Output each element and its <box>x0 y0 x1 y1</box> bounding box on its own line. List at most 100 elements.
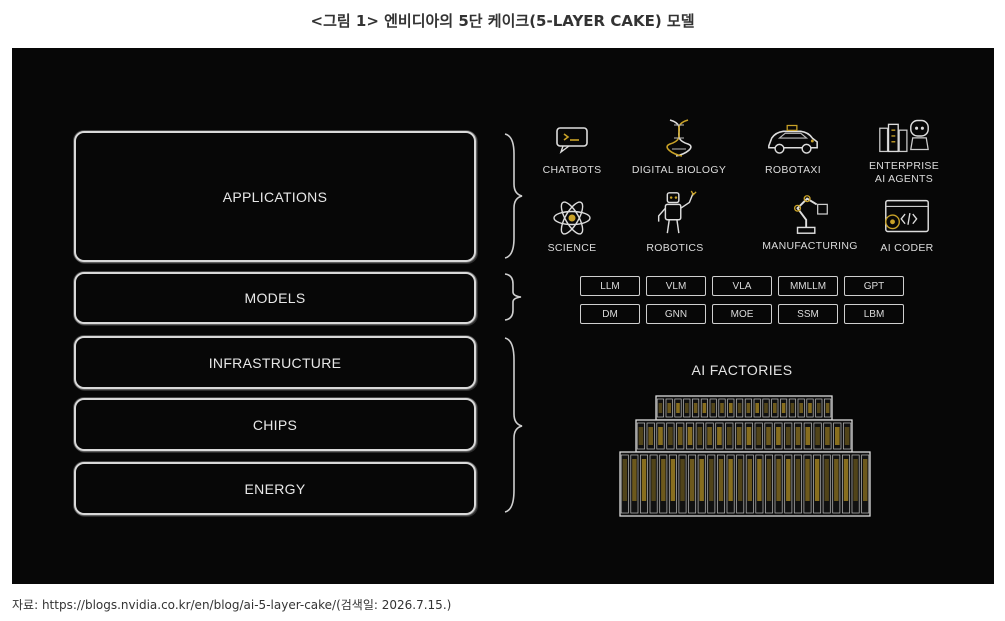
server-rack <box>674 398 682 418</box>
server-rack <box>688 454 697 514</box>
server-rack-light <box>680 459 685 501</box>
model-label: SSM <box>797 308 819 320</box>
server-rack-light <box>805 427 811 445</box>
server-rack <box>774 454 783 514</box>
app-label: MANUFACTURING <box>762 240 858 252</box>
server-rack-light <box>651 459 656 501</box>
app-label: AI CODER <box>880 242 934 254</box>
server-rack <box>656 398 664 418</box>
layer-infrastructure: INFRASTRUCTURE <box>74 336 476 389</box>
server-rack <box>676 422 685 450</box>
server-rack <box>824 398 832 418</box>
server-rack-light <box>720 403 724 413</box>
server-rack-light <box>785 427 791 445</box>
app-label: SCIENCE <box>547 242 597 254</box>
server-rack <box>774 422 783 450</box>
server-rack <box>726 454 735 514</box>
model-label: GNN <box>664 308 688 320</box>
server-rack-light <box>728 459 733 501</box>
server-rack-light <box>825 427 830 445</box>
server-rack <box>666 422 675 450</box>
code-window-icon <box>885 199 929 233</box>
layer-label: INFRASTRUCTURE <box>208 354 342 371</box>
server-rack <box>793 454 802 514</box>
server-rack <box>705 422 714 450</box>
server-rack <box>764 422 773 450</box>
datacenter-icon <box>619 395 871 517</box>
diagram-panel: APPLICATIONS MODELS INFRASTRUCTURE CHIPS… <box>12 48 994 584</box>
server-rack <box>762 398 770 418</box>
server-rack <box>640 454 648 514</box>
server-rack-light <box>693 403 698 413</box>
model-label: DM <box>602 308 618 320</box>
model-box-gnn: GNN <box>646 304 706 324</box>
app-item-robotics: ROBOTICS <box>610 188 740 255</box>
server-rack-light <box>817 403 821 413</box>
model-box-vlm: VLM <box>646 276 706 296</box>
app-item-robotaxi: ROBOTAXI <box>728 120 858 177</box>
server-rack-light <box>738 459 743 501</box>
server-rack-light <box>808 403 812 413</box>
server-rack <box>685 422 695 450</box>
server-rack-light <box>648 427 653 445</box>
model-box-llm: LLM <box>580 276 640 296</box>
model-label: LLM <box>600 280 620 292</box>
server-rack-light <box>773 403 777 413</box>
atom-icon <box>553 201 591 235</box>
server-rack <box>715 422 724 450</box>
server-rack-light <box>746 403 751 413</box>
server-rack-light <box>755 403 759 413</box>
app-label: DIGITAL BIOLOGY <box>631 164 727 176</box>
server-rack-light <box>776 427 781 445</box>
server-rack <box>813 422 822 450</box>
server-rack-light <box>697 427 703 445</box>
server-rack <box>620 454 629 514</box>
server-rack <box>717 454 725 514</box>
server-rack <box>815 398 823 418</box>
layer-applications: APPLICATIONS <box>74 131 476 262</box>
server-rack <box>753 398 761 418</box>
model-box-vla: VLA <box>712 276 772 296</box>
server-rack-light <box>622 459 627 501</box>
server-rack <box>736 398 744 418</box>
server-rack-light <box>843 459 849 501</box>
server-rack <box>692 398 700 418</box>
server-rack-light <box>776 459 781 501</box>
server-rack-light <box>736 427 742 445</box>
server-rack-light <box>685 403 689 413</box>
model-label: VLA <box>732 280 752 292</box>
server-rack-light <box>863 459 868 501</box>
server-rack-light <box>805 459 810 501</box>
server-rack-light <box>711 403 715 413</box>
model-box-moe: MOE <box>712 304 772 324</box>
server-rack-light <box>641 459 647 501</box>
ai-factories-label: AI FACTORIES <box>691 362 793 378</box>
server-rack <box>697 454 706 514</box>
server-rack-light <box>670 459 676 501</box>
robot-arm-icon <box>793 195 828 234</box>
layer-label: ENERGY <box>244 480 306 497</box>
server-rack-light <box>764 403 768 413</box>
server-rack-light <box>799 403 803 413</box>
factory-tier <box>655 395 833 421</box>
server-rack-light <box>757 459 762 501</box>
server-rack <box>822 454 831 514</box>
app-item-digital-biology: DIGITAL BIOLOGY <box>614 116 744 177</box>
model-label: VLM <box>665 280 687 292</box>
server-rack-light <box>825 403 830 413</box>
server-rack-light <box>824 459 829 501</box>
model-label: LBM <box>863 308 885 320</box>
server-rack <box>665 398 673 418</box>
server-rack-light <box>668 427 673 445</box>
server-rack <box>646 422 655 450</box>
model-box-lbm: LBM <box>844 304 904 324</box>
server-rack <box>833 422 842 450</box>
app-item-manufacturing: MANUFACTURING <box>745 192 875 253</box>
server-rack-light <box>766 459 772 501</box>
server-rack-light <box>729 403 733 413</box>
server-rack <box>861 454 870 514</box>
server-rack-light <box>667 403 671 413</box>
server-rack-light <box>790 403 795 413</box>
server-rack-light <box>658 403 663 413</box>
server-rack-light <box>676 403 680 413</box>
